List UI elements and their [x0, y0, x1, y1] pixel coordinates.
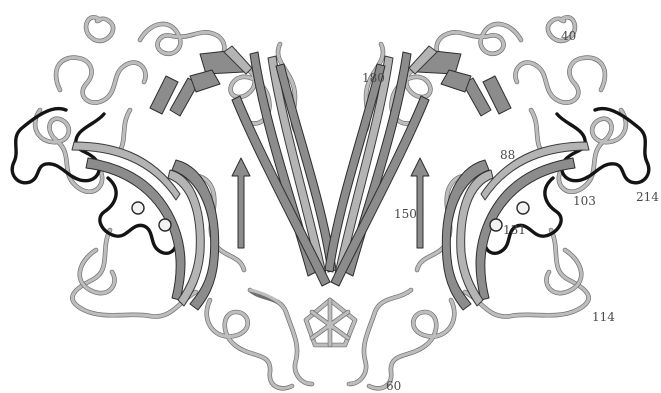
residue-label-114: 114 [592, 310, 615, 324]
residue-label-214: 214 [636, 190, 659, 204]
residue-label-180: 180 [362, 71, 385, 85]
left-ion-1 [132, 202, 144, 214]
left-monomer [12, 17, 336, 388]
residue-label-150: 150 [394, 207, 417, 221]
central-crossing-knot [306, 300, 355, 345]
residue-label-103: 103 [573, 194, 596, 208]
right-ion-1 [517, 202, 529, 214]
residue-label-60: 60 [386, 379, 401, 393]
residue-label-88: 88 [500, 148, 515, 162]
residue-label-40: 40 [561, 29, 576, 43]
right-ion-2 [490, 219, 502, 231]
left-ion-2 [159, 219, 171, 231]
residue-label-131: 131 [503, 223, 526, 237]
